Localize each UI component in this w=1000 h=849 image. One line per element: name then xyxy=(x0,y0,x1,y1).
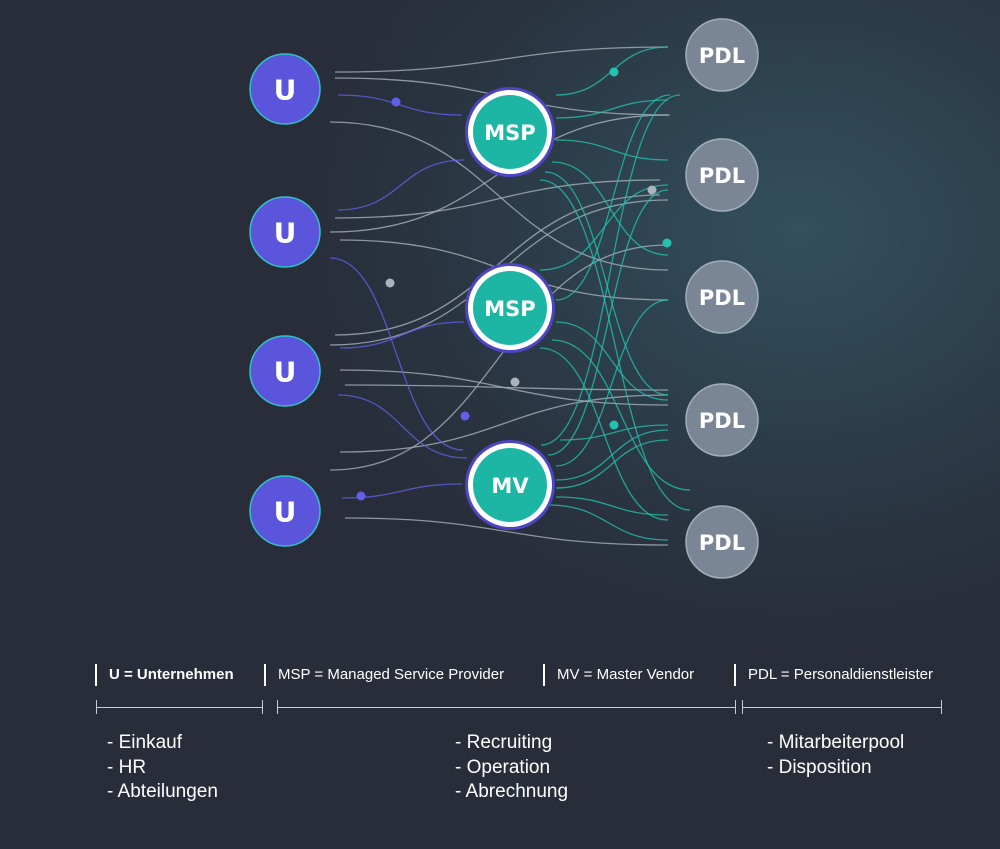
purple-connection-line xyxy=(329,257,464,451)
legend-mv: MV = Master Vendor xyxy=(543,664,694,686)
teal-connection-line xyxy=(555,94,671,301)
pdl-label: PDL xyxy=(699,164,745,188)
unternehmen-label: U xyxy=(274,356,297,389)
pdl-node: PDL xyxy=(685,260,759,334)
pdl-node: PDL xyxy=(685,18,759,92)
connection-dot xyxy=(609,420,619,430)
unternehmen-node: U xyxy=(249,53,321,125)
pdl-label: PDL xyxy=(699,286,745,310)
network-diagram: U U U U MSP MSP MV PDL PDL PDL PDL PDL xyxy=(249,18,759,579)
purple-connection-line xyxy=(337,159,465,211)
unternehmen-label: U xyxy=(274,74,297,107)
msp-node: MSP xyxy=(465,87,555,177)
teal-connection-line xyxy=(555,321,669,401)
list-item: - Recruiting xyxy=(455,732,553,753)
unternehmen-label: U xyxy=(274,496,297,529)
teal-connection-line xyxy=(555,299,669,467)
teal-connection-line xyxy=(559,424,669,441)
bracket-unternehmen xyxy=(96,700,263,714)
list-item: - Abteilungen xyxy=(107,781,218,802)
list-item: - Mitarbeiterpool xyxy=(767,732,905,753)
connection-dot xyxy=(510,377,520,387)
bracket-msp-mv xyxy=(277,700,736,714)
gray-connection-line xyxy=(329,244,669,471)
purple-connection-line xyxy=(337,94,463,116)
list-item: - Einkauf xyxy=(107,732,182,753)
legend-pdl: PDL = Personaldienstleister xyxy=(734,664,933,686)
teal-connection-line xyxy=(539,184,669,271)
mv-node: MV xyxy=(465,440,555,530)
pdl-label: PDL xyxy=(699,409,745,433)
mv-node-label: MV xyxy=(491,474,529,498)
teal-connection-line xyxy=(555,139,669,161)
pdl-node: PDL xyxy=(685,383,759,457)
diagram-nodes: U U U U MSP MSP MV PDL PDL PDL PDL PDL xyxy=(249,18,759,579)
teal-connection-line xyxy=(555,439,669,489)
connection-dot xyxy=(662,238,672,248)
purple-connection-line xyxy=(337,394,468,459)
unternehmen-node: U xyxy=(249,335,321,407)
teal-connection-line xyxy=(555,496,669,516)
list-unternehmen: - Einkauf - HR - Abteilungen xyxy=(107,731,218,805)
bracket-pdl xyxy=(742,700,942,714)
connection-dot xyxy=(647,185,657,195)
connection-dot xyxy=(385,278,395,288)
unternehmen-node: U xyxy=(249,196,321,268)
connection-dot xyxy=(356,491,366,501)
connection-dots xyxy=(356,67,672,501)
teal-connection-line xyxy=(539,179,691,511)
connection-dot xyxy=(609,67,619,77)
teal-connection-line xyxy=(555,99,669,119)
connection-lines xyxy=(329,46,691,546)
legend-msp: MSP = Managed Service Provider xyxy=(264,664,504,686)
list-pdl: - Mitarbeiterpool - Disposition xyxy=(767,731,904,780)
teal-connection-line xyxy=(547,189,669,456)
gray-connection-line xyxy=(339,394,669,453)
list-item: - Abrechnung xyxy=(455,781,569,802)
list-msp-mv: - Recruiting - Operation - Abrechnung xyxy=(455,731,568,805)
teal-connection-line xyxy=(555,429,669,481)
gray-connection-line xyxy=(344,384,669,391)
list-item: - Disposition xyxy=(767,756,872,778)
connection-dot xyxy=(391,97,401,107)
teal-connection-line xyxy=(551,339,691,491)
unternehmen-node: U xyxy=(249,475,321,547)
pdl-node: PDL xyxy=(685,505,759,579)
pdl-label: PDL xyxy=(699,44,745,68)
msp-node-label: MSP xyxy=(484,297,535,321)
teal-connection-line xyxy=(539,347,669,521)
gray-connection-line xyxy=(344,517,669,546)
legend-unternehmen: U = Unternehmen xyxy=(95,664,234,686)
gray-connection-line xyxy=(329,121,669,271)
teal-connection-line xyxy=(544,171,669,396)
msp-node-label: MSP xyxy=(484,121,535,145)
pdl-node: PDL xyxy=(685,138,759,212)
teal-connection-line xyxy=(540,94,681,446)
teal-connection-line xyxy=(547,504,669,541)
gray-connection-line xyxy=(334,179,661,219)
list-item: - HR xyxy=(107,756,147,778)
gray-connection-line xyxy=(334,46,669,73)
msp-node: MSP xyxy=(465,263,555,353)
connection-dot xyxy=(460,411,470,421)
unternehmen-label: U xyxy=(274,217,297,250)
pdl-label: PDL xyxy=(699,531,745,555)
list-item: - Operation xyxy=(455,756,551,778)
purple-connection-line xyxy=(339,321,465,349)
